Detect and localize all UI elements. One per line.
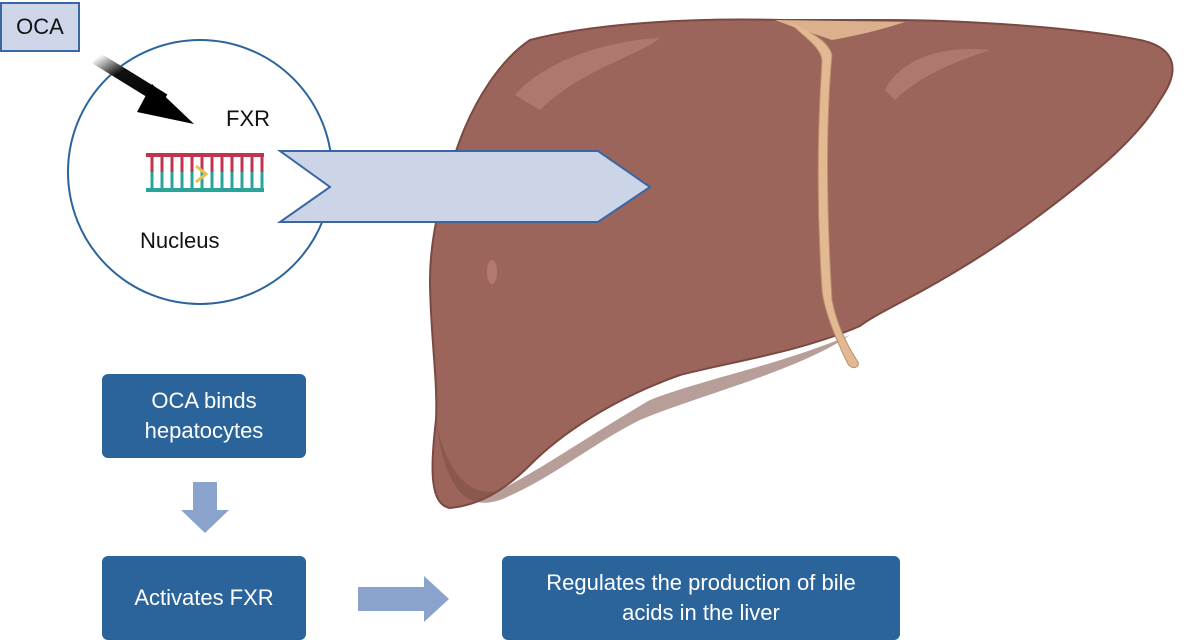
liver-lower-shadow (436, 335, 850, 503)
dna-icon (146, 153, 264, 192)
step-1-text: OCA binds hepatocytes (144, 388, 264, 443)
step-3-text: Regulates the production of bile acids i… (546, 570, 856, 625)
step-2-text: Activates FXR (134, 585, 274, 610)
liver-illustration (428, 18, 1174, 510)
fxr-label: FXR (226, 106, 270, 131)
liver-highlight-left (515, 38, 660, 110)
nucleus-label: Nucleus (140, 228, 220, 253)
liver-shape (428, 18, 1174, 510)
oca-label: OCA (16, 14, 64, 39)
step-activates-fxr: Activates FXR (102, 556, 306, 640)
ligament-top-band (775, 20, 905, 40)
right-flow-arrow (358, 576, 449, 622)
oca-entry-arrow (92, 52, 194, 124)
liver-highlight-right (885, 49, 990, 100)
down-flow-arrow (181, 482, 229, 533)
step-oca-binds-hepatocytes: OCA binds hepatocytes (102, 374, 306, 458)
oca-label-box: OCA (0, 2, 80, 52)
nucleus-to-liver-arrow (276, 150, 652, 223)
falciform-ligament (789, 21, 859, 369)
step-regulates-bile-acids: Regulates the production of bile acids i… (502, 556, 900, 640)
liver-highlight-spot (487, 260, 497, 284)
nucleus-circle (67, 39, 333, 305)
